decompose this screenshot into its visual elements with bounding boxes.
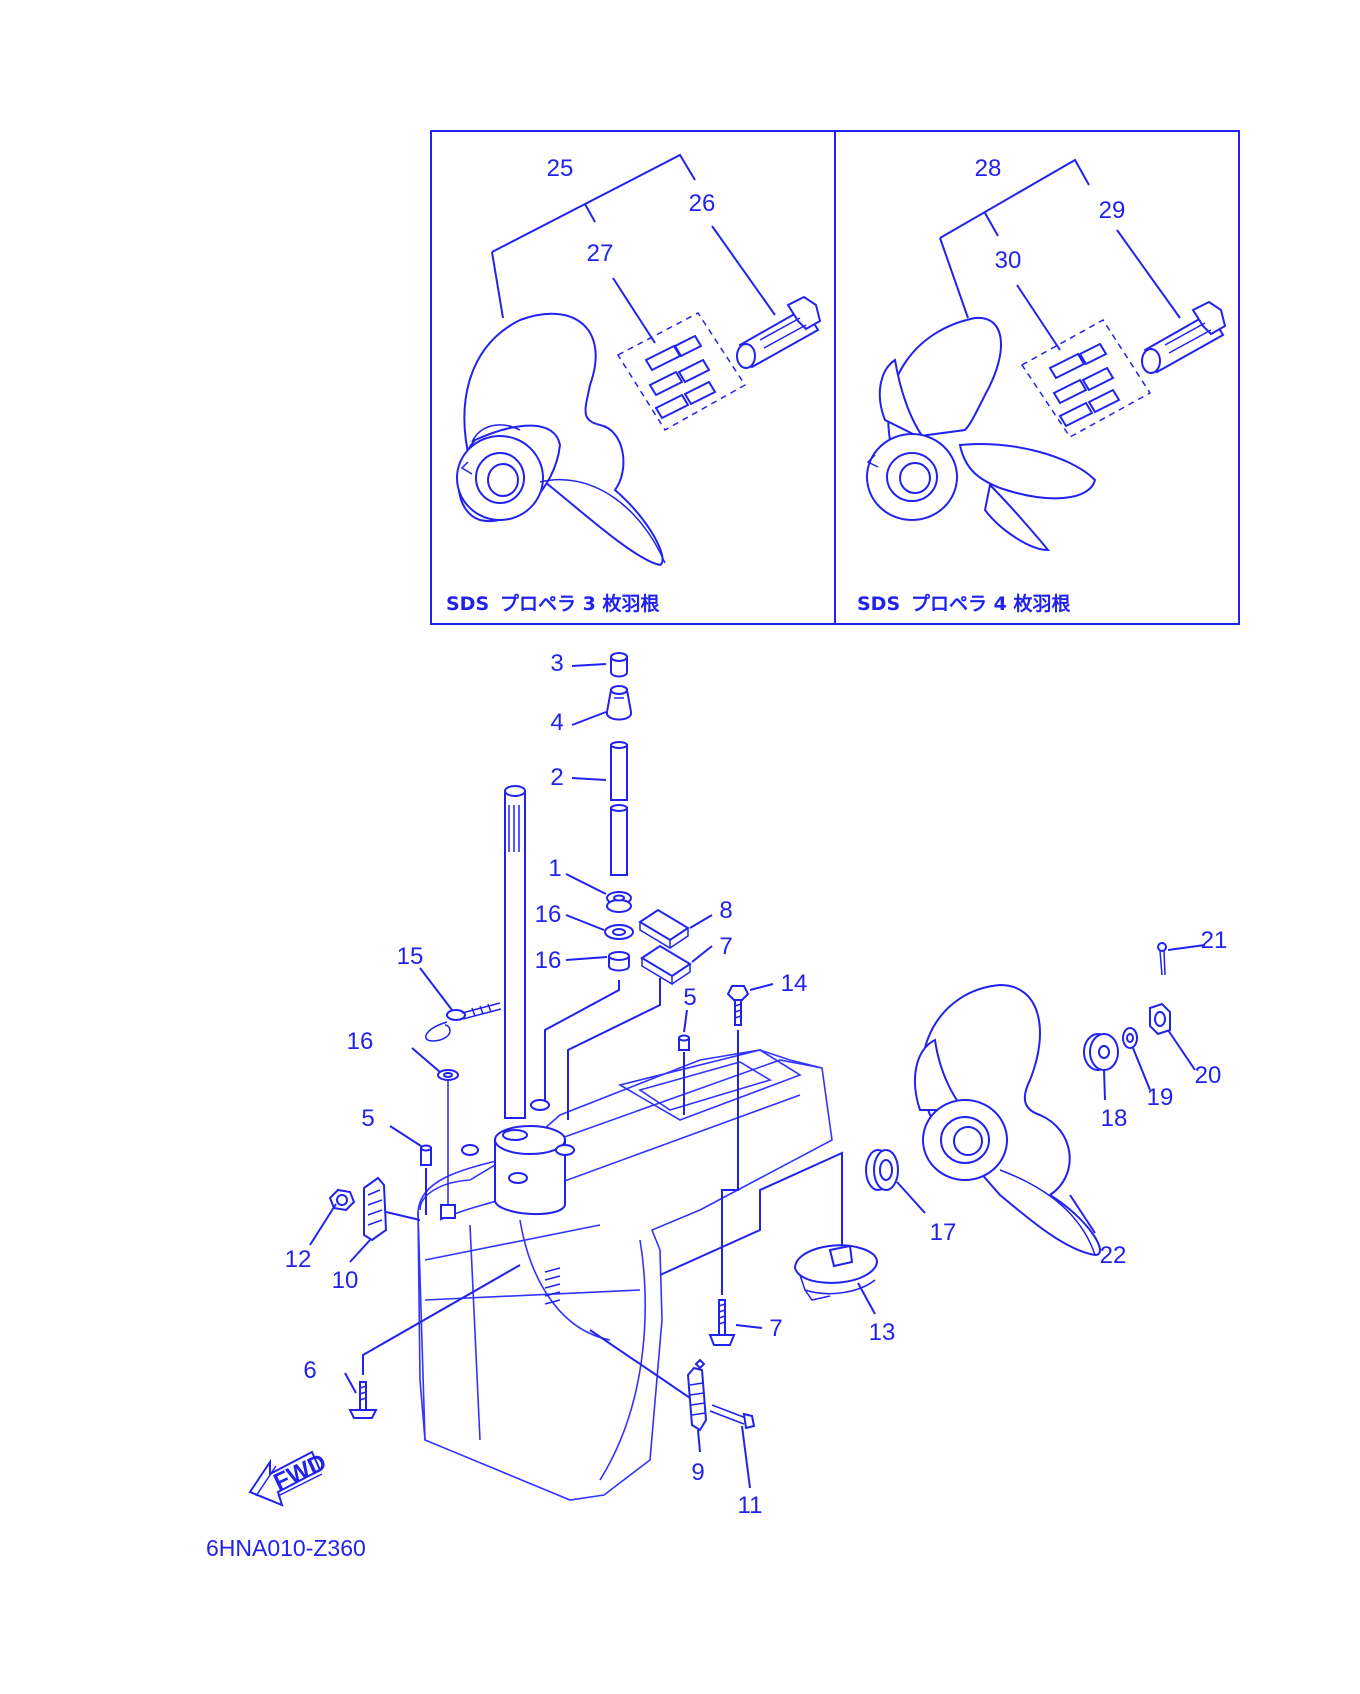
callout-11: 10 xyxy=(332,1267,359,1294)
part-8-rubber xyxy=(640,944,692,986)
spline-insert-26 xyxy=(736,295,822,369)
callout-15: 14 xyxy=(781,970,808,997)
part-14-trim-tab xyxy=(793,1244,878,1301)
callout-3: 3 xyxy=(550,650,563,677)
fwd-label: FWD xyxy=(270,1449,331,1497)
callout-16-lower: 16 xyxy=(347,1028,374,1055)
part-7-bolt xyxy=(708,1299,736,1346)
damper-kit-4-blade xyxy=(1020,319,1152,438)
callout-leaders xyxy=(309,663,1206,1489)
part-22-nut xyxy=(1149,1002,1171,1036)
callout-23: 21 xyxy=(1201,927,1228,954)
label-26: 26 xyxy=(689,190,716,217)
fwd-arrow: FWD xyxy=(248,1449,331,1507)
callout-9: 8 xyxy=(719,897,732,924)
label-30: 30 xyxy=(995,247,1022,274)
part-12-screw xyxy=(709,1404,756,1430)
callout-6: 6 xyxy=(303,1357,316,1384)
label-29: 29 xyxy=(1099,197,1126,224)
callout-4: 4 xyxy=(550,709,563,736)
inset-right-caption-prefix: SDS xyxy=(857,593,900,615)
callout-8: 7 xyxy=(719,933,732,960)
label-28: 28 xyxy=(975,155,1002,182)
label-27: 27 xyxy=(587,240,614,267)
part-3-cap xyxy=(610,652,628,678)
callout-7: 7 xyxy=(769,1315,782,1342)
part-20-spacer xyxy=(1083,1033,1119,1071)
callout-2: 2 xyxy=(550,764,563,791)
callout-5-upper: 5 xyxy=(683,984,696,1011)
part-1-seal xyxy=(606,891,632,913)
part-11-anode xyxy=(363,1176,421,1242)
part-5-pin-upper xyxy=(678,1034,690,1051)
inset-frame xyxy=(430,130,1240,625)
spline-insert-29 xyxy=(1141,300,1227,374)
inset-right-caption: プロペラ 4 枚羽根 xyxy=(911,592,1070,615)
callout-20: 18 xyxy=(1101,1105,1128,1132)
callout-12: 11 xyxy=(738,1492,763,1519)
part-10-anode xyxy=(686,1358,708,1432)
callout-16-upper: 15 xyxy=(397,943,424,970)
callout-24: 22 xyxy=(1100,1242,1127,1269)
part-15-bolt xyxy=(726,985,750,1026)
callout-19: 17 xyxy=(930,1219,957,1246)
part-19-thrust-washer xyxy=(865,1149,899,1191)
part-9-rubber xyxy=(638,908,690,950)
part-24-propeller xyxy=(914,983,1101,1257)
propeller-4-blade xyxy=(866,316,1097,552)
lower-unit-assembly: 3 4 2 1 16 16 8 7 14 5 15 16 5 12 10 6 7… xyxy=(285,650,1228,1519)
inset-left-caption: プロペラ 3 枚羽根 xyxy=(500,592,659,615)
part-4-grommet xyxy=(606,685,632,721)
callout-21: 19 xyxy=(1147,1084,1174,1111)
damper-kit-3-blade xyxy=(616,312,747,432)
lower-casing xyxy=(417,1049,833,1501)
callout-18: 16 xyxy=(535,901,562,928)
inset-left-3-blade: 25 26 27 SDS プロペラ 3 枚羽根 xyxy=(446,153,822,615)
inset-right-4-blade: 28 29 30 SDS プロペラ 4 枚羽根 xyxy=(857,155,1227,615)
propeller-3-blade xyxy=(456,312,666,567)
part-17-bushing xyxy=(608,951,630,972)
drive-shaft xyxy=(504,785,526,1119)
part-2-tube xyxy=(610,741,628,876)
inset-left-caption-prefix: SDS xyxy=(446,593,489,615)
part-21-washer xyxy=(1122,1027,1138,1049)
part-18-washer xyxy=(604,924,634,940)
callout-14: 13 xyxy=(869,1319,896,1346)
callout-22: 20 xyxy=(1195,1062,1222,1089)
callout-1: 1 xyxy=(548,855,561,882)
label-25: 25 xyxy=(547,155,574,182)
part-16-fitting-upper xyxy=(425,1002,502,1042)
part-5-pin-left xyxy=(420,1144,432,1166)
part-16-fitting-lower xyxy=(437,1069,459,1219)
callout-10: 9 xyxy=(691,1459,704,1486)
callout-5-left: 5 xyxy=(361,1105,374,1132)
part-6-bolt xyxy=(348,1381,378,1419)
callout-17: 16 xyxy=(535,947,562,974)
part-23-cotter-pin xyxy=(1157,942,1167,976)
diagram-code: 6HNA010-Z360 xyxy=(206,1535,366,1561)
callout-13: 12 xyxy=(285,1246,312,1273)
